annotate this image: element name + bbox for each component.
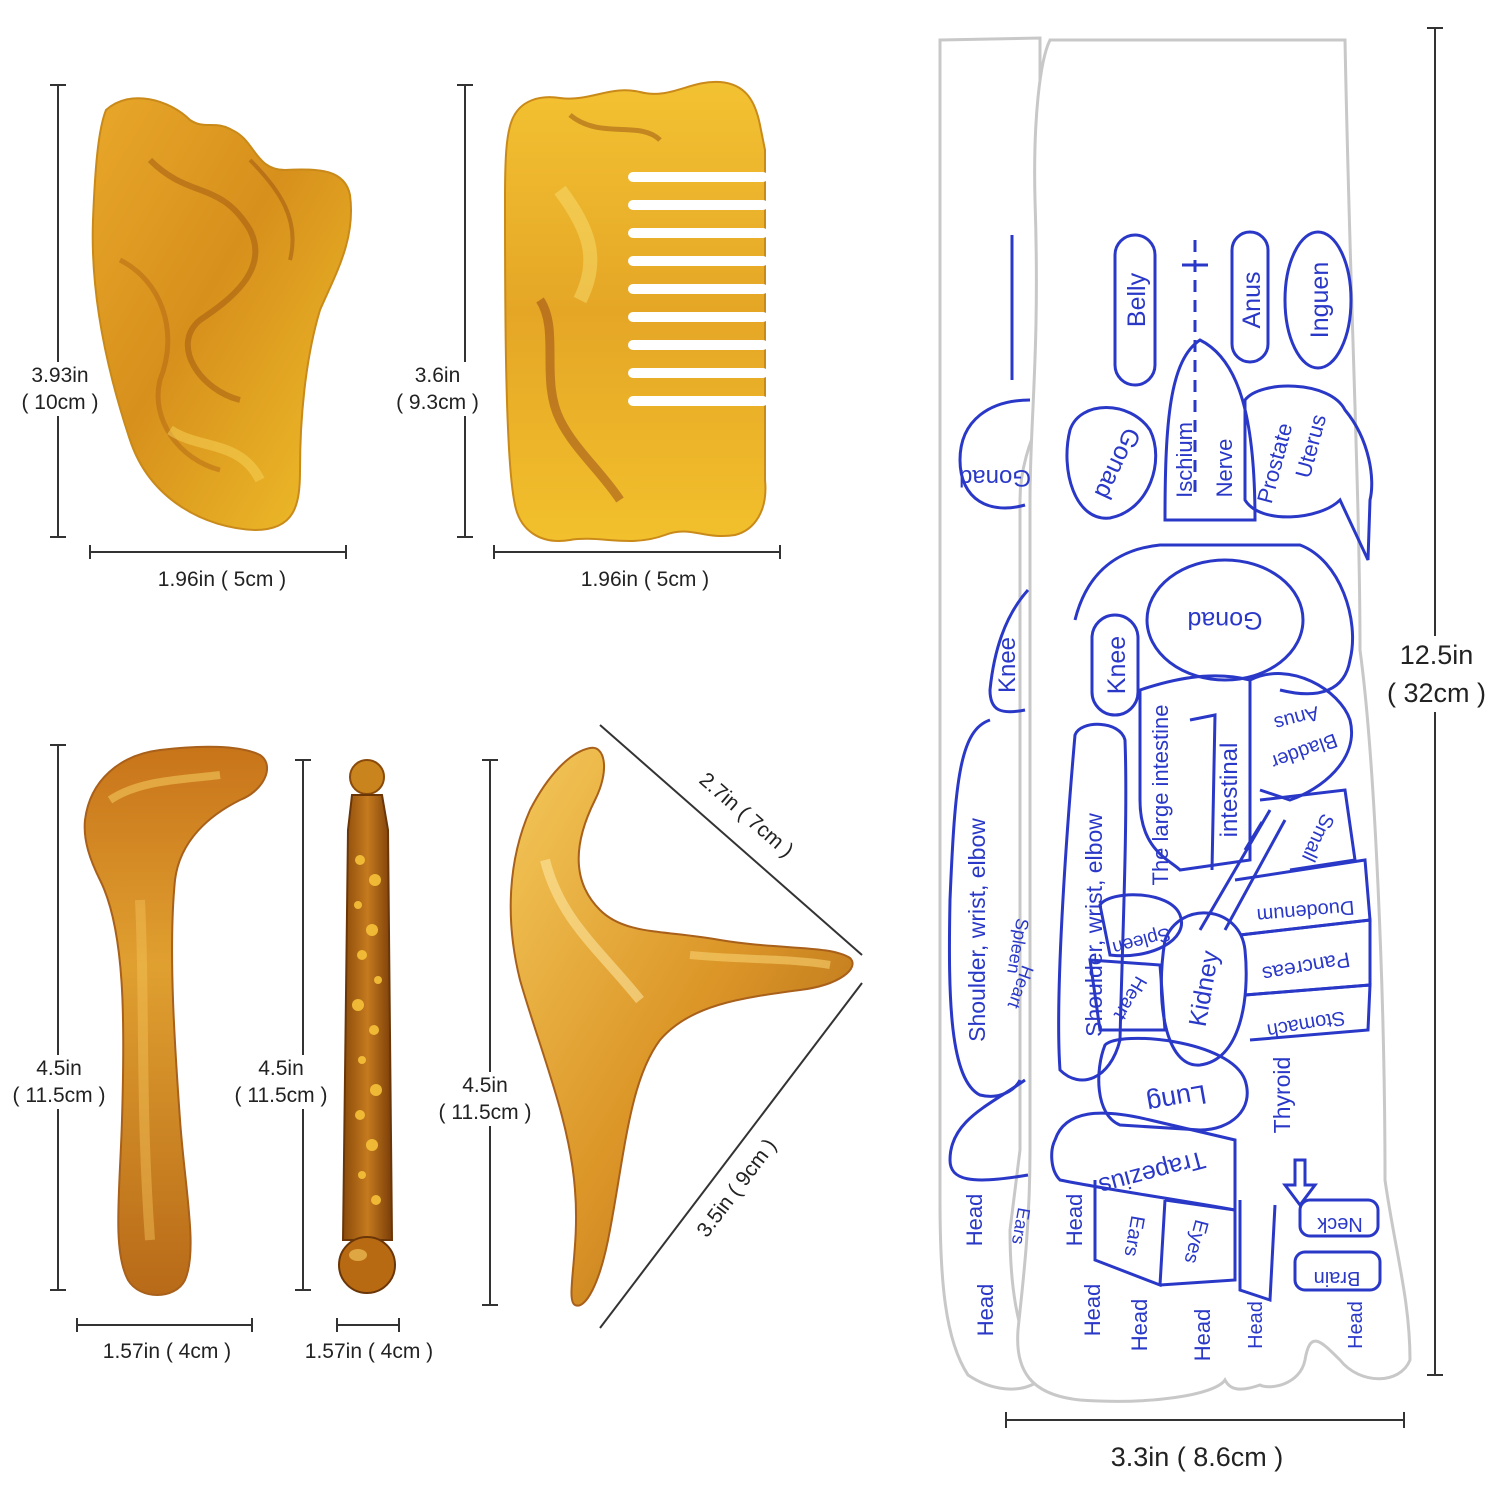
label-head-1: Head [1062,1194,1087,1247]
label-gonad-circle: Gonad [1187,606,1262,634]
label-knee: Knee [1103,636,1131,694]
label-head-5: Head [1245,1301,1267,1349]
label-brain: Brain [1314,1267,1361,1289]
triangle-height-label: 4.5in( 11.5cm ) [424,1072,546,1126]
label-intestinal: intestinal [1216,743,1243,838]
comb-teeth [628,172,768,406]
massage-stick-bubbles [352,855,382,1205]
spoon-tool-shape [83,745,269,1296]
gua-sha-board-shape [91,97,352,532]
label-anus-top: Anus [1238,272,1266,329]
massage-stick [338,759,396,1294]
back-head-label-1: Head [962,1194,987,1247]
back-shoulder-label: Shoulder, wrist, elbow [964,818,990,1042]
gua-sha-height-label: 3.93in( 10cm ) [14,362,106,416]
socks-width-label: 3.3in ( 8.6cm ) [1075,1438,1319,1476]
front-sock-print [1050,230,1382,1303]
back-sock-text: Gonad Knee Shoulder, wrist, elbow Heart … [959,464,1038,1336]
spoon-width-label: 1.57in ( 4cm ) [76,1338,258,1365]
spoon-tool [83,745,269,1296]
label-belly: Belly [1123,272,1151,327]
stick-height-label: 4.5in( 11.5cm ) [222,1055,340,1109]
label-shoulder: Shoulder, wrist, elbow [1081,813,1107,1037]
back-sock [938,36,1042,1391]
triangle-tool [509,746,854,1307]
label-inguen: Inguen [1306,262,1334,338]
reflexology-socks: Gonad Knee Shoulder, wrist, elbow Heart … [938,36,1412,1403]
label-neck: Neck [1316,1213,1363,1235]
gua-sha-board [91,97,352,532]
triangle-side-a-label: 2.7in ( 7cm ) [695,768,798,862]
label-head-6: Head [1345,1301,1367,1349]
back-knee-label: Knee [994,637,1021,693]
gua-sha-width-label: 1.96in ( 5cm ) [125,566,319,593]
label-head-3: Head [1127,1299,1152,1352]
socks-height-label: 12.5in( 32cm ) [1372,636,1497,712]
comb-width-label: 1.96in ( 5cm ) [548,566,742,593]
label-head-4: Head [1190,1309,1215,1362]
back-head-label-2: Head [973,1284,998,1337]
dimension-lines [50,27,1443,1428]
stick-width-label: 1.57in ( 4cm ) [278,1338,460,1365]
label-ischium: Ischium [1172,422,1197,498]
triangle-tool-shape [509,746,854,1307]
label-head-2: Head [1080,1284,1105,1337]
spoon-height-label: 4.5in( 11.5cm ) [0,1055,118,1109]
back-gonad-label: Gonad [959,464,1031,491]
comb-height-label: 3.6in( 9.3cm ) [378,362,497,416]
label-thyroid: Thyroid [1269,1057,1295,1134]
label-large-intestine: The large intestine [1148,705,1173,886]
comb [503,80,768,542]
back-sock-print [947,235,1031,1182]
label-nerve: Nerve [1212,439,1237,498]
